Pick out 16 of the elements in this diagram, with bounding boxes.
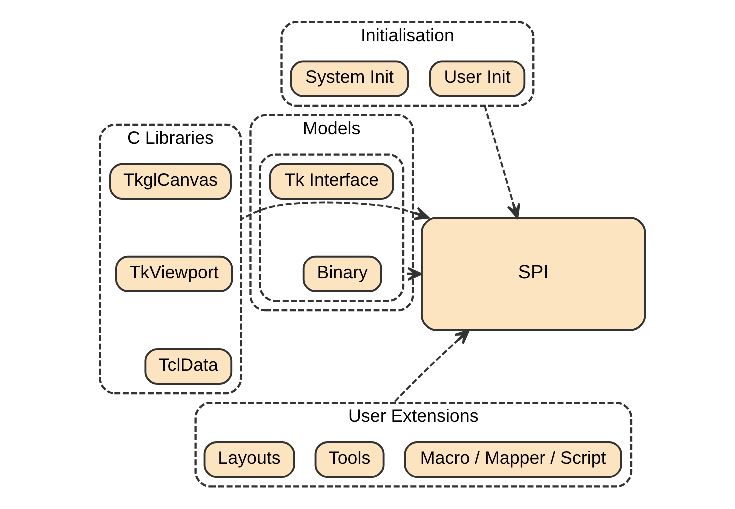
node-box: Tools xyxy=(314,442,384,478)
arrow xyxy=(240,202,430,220)
arrow xyxy=(392,330,470,404)
node-box: TkglCanvas xyxy=(109,163,232,200)
node-box: TclData xyxy=(144,348,232,385)
node-box: Layouts xyxy=(203,442,295,478)
node-box: System Init xyxy=(290,60,409,98)
node-box: Binary xyxy=(302,256,382,292)
node-box: TkViewport xyxy=(114,256,233,292)
cluster xyxy=(258,154,404,302)
arrow xyxy=(484,106,520,219)
node-box: Tk Interface xyxy=(268,163,394,200)
node-box: SPI xyxy=(420,217,646,332)
node-box: User Init xyxy=(428,60,526,98)
arrow xyxy=(406,267,422,282)
node-box: Macro / Mapper / Script xyxy=(404,442,622,478)
